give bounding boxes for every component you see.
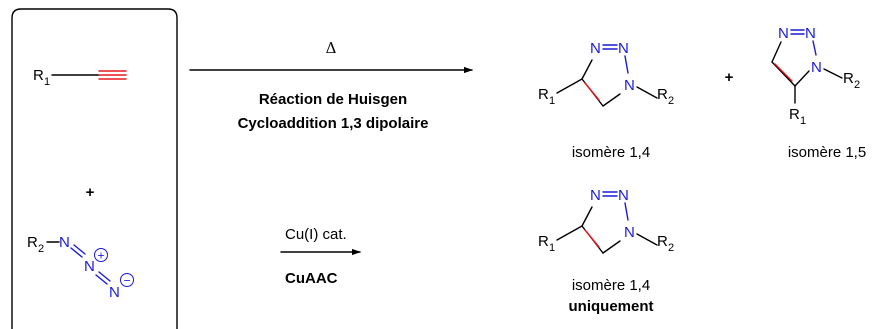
azide-n1: N — [59, 234, 70, 251]
azide-minus-charge: − — [123, 274, 130, 288]
huisgen-reaction-name: Réaction de Huisgen — [259, 91, 407, 108]
cuaac-name: CuAAC — [285, 270, 338, 287]
iso14-only-label: isomère 1,4 — [572, 277, 650, 294]
iso14b-n2-n1-bond — [624, 202, 629, 221]
iso14b-r2-bond — [636, 233, 658, 246]
iso15-r1-label: R — [789, 106, 800, 123]
triazole-14-cuaac-product: R 1 N N N R 2 isomère 1,4 uniquement — [538, 187, 674, 315]
azide-minus-charge-ring — [120, 273, 134, 287]
cycloaddition-name: Cycloaddition 1,3 dipolaire — [238, 115, 429, 132]
azide-plus-charge: + — [97, 249, 104, 263]
azide-double-bond-2b — [98, 271, 111, 282]
azide-n2: N — [84, 258, 95, 275]
iso14b-r2-subscript: 2 — [668, 242, 674, 254]
iso15-c5-c4-bond — [771, 61, 796, 87]
iso14-n3: N — [590, 40, 601, 57]
azide-r-subscript: 2 — [38, 243, 44, 255]
azide-reactant: R 2 N N + N − — [27, 234, 134, 301]
reactants-plus: + — [86, 184, 95, 201]
iso14-c4-n3-bond — [581, 59, 593, 80]
iso14-n1-c5-bond — [602, 93, 621, 107]
iso14b-n1-c5-bond — [602, 240, 621, 254]
azide-double-bond-1a — [70, 247, 83, 258]
iso14-label: isomère 1,4 — [572, 144, 650, 161]
products-plus: + — [725, 69, 734, 86]
iso14-c5-c4-double-bond — [584, 82, 600, 101]
iso14-only-qualifier: uniquement — [569, 298, 654, 315]
iso14-r1-bond — [556, 78, 583, 94]
iso14b-n1: N — [624, 224, 635, 241]
iso14-n2-n1-bond — [624, 55, 629, 74]
iso14b-r2-label: R — [657, 233, 668, 250]
thermal-reaction: Δ Réaction de Huisgen Cycloaddition 1,3 … — [189, 39, 473, 132]
alkyne-reactant: R 1 — [33, 67, 127, 88]
iso14b-c4-n3-bond — [581, 206, 593, 227]
iso14-r1-subscript: 1 — [549, 95, 555, 107]
iso14b-r1-bond — [556, 225, 583, 241]
azide-n3: N — [109, 284, 120, 301]
catalyzed-reaction: Cu(I) cat. CuAAC — [280, 226, 361, 287]
copper-catalyst-condition: Cu(I) cat. — [285, 226, 347, 243]
iso14b-c5-c4-double-bond — [584, 229, 600, 248]
iso14b-n2: N — [618, 187, 629, 204]
reactants-box: R 1 + R 2 N N + N − — [11, 8, 178, 329]
iso15-n1-c5-bond — [794, 70, 810, 87]
azide-double-bond-1b — [73, 244, 86, 255]
iso15-r2-subscript: 2 — [854, 79, 860, 91]
iso15-r2-bond — [823, 68, 843, 79]
iso15-n1: N — [811, 59, 822, 76]
iso15-n2-n1-bond — [812, 40, 817, 56]
iso15-r2-label: R — [843, 70, 854, 87]
iso15-label: isomère 1,5 — [788, 144, 866, 161]
azide-r-label: R — [27, 234, 38, 251]
iso14b-r1-subscript: 1 — [549, 242, 555, 254]
alkyne-r-subscript: 1 — [44, 76, 50, 88]
iso14-r2-subscript: 2 — [668, 95, 674, 107]
heat-condition: Δ — [326, 39, 337, 57]
iso14b-n3: N — [590, 187, 601, 204]
azide-plus-charge-ring — [94, 248, 108, 262]
triazole-14-product: R 1 N N N R 2 isomère 1,4 — [538, 40, 674, 161]
triazole-15-product: N N N R 2 R 1 isomère 1,5 — [771, 25, 866, 161]
iso15-n2: N — [805, 25, 816, 42]
iso14-n1: N — [624, 77, 635, 94]
iso15-c4-n3-bond — [771, 41, 782, 63]
iso14b-r1-label: R — [538, 233, 549, 250]
iso14-r1-label: R — [538, 86, 549, 103]
iso15-c5-c4-double-bond — [774, 63, 793, 82]
alkyne-r-label: R — [33, 67, 44, 84]
iso14-n2: N — [618, 40, 629, 57]
iso15-n3: N — [778, 25, 789, 42]
iso15-r1-subscript: 1 — [800, 115, 806, 127]
iso14-r2-bond — [636, 86, 658, 99]
azide-double-bond-2a — [95, 274, 108, 285]
iso14-r2-label: R — [657, 86, 668, 103]
